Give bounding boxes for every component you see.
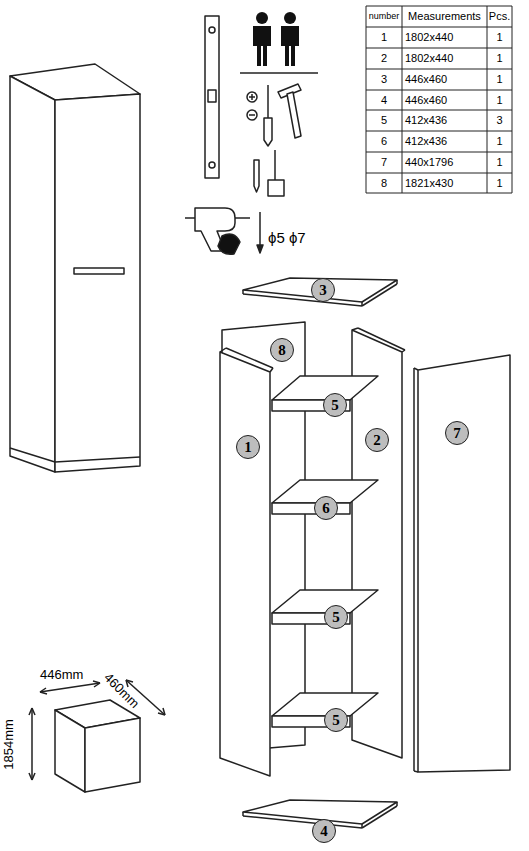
table-cell: 412x436: [405, 115, 447, 126]
callout-number: 6: [322, 501, 330, 516]
table-cell: 440x1796: [405, 157, 453, 168]
callout-circle: 7: [445, 421, 469, 445]
callout-number: 5: [332, 610, 340, 625]
callout-circle: 4: [312, 819, 336, 843]
dimension: 1854mm: [2, 719, 15, 770]
callout-number: 2: [373, 433, 381, 448]
table-cell: 4: [381, 95, 387, 106]
callout-circle: 6: [314, 496, 338, 520]
table-cell: 1: [496, 178, 502, 189]
callout-circle: 3: [311, 278, 335, 302]
table-cell: Pcs.: [489, 11, 510, 22]
table-cell: 1: [496, 32, 502, 43]
table-cell: 3: [496, 115, 502, 126]
dimension: 446mm: [40, 668, 83, 681]
table-cell: 1: [496, 136, 502, 147]
drill-size: ϕ5 ϕ7: [268, 230, 306, 245]
table-cell: 446x460: [405, 74, 447, 85]
table-cell: 1802x440: [405, 32, 453, 43]
callout-circle: 2: [365, 428, 389, 452]
callout-number: 4: [320, 824, 328, 839]
table-cell: 1802x440: [405, 53, 453, 64]
table-cell: Measurements: [408, 11, 481, 22]
callout-number: 3: [319, 283, 327, 298]
table-cell: 1: [496, 157, 502, 168]
callout-circle: 5: [324, 708, 348, 732]
callout-circle: 8: [270, 338, 294, 362]
table-cell: 5: [381, 115, 387, 126]
table-cell: 446x460: [405, 95, 447, 106]
table-cell: 412x436: [405, 136, 447, 147]
callout-number: 8: [278, 343, 286, 358]
table-cell: 7: [381, 157, 387, 168]
table-cell: 8: [381, 178, 387, 189]
callout-number: 7: [453, 426, 461, 441]
callout-circle: 5: [323, 393, 347, 417]
table-cell: 1: [496, 53, 502, 64]
table-cell: 1821x430: [405, 178, 453, 189]
table-cell: 2: [381, 53, 387, 64]
table-cell: 6: [381, 136, 387, 147]
callout-number: 5: [331, 398, 339, 413]
table-cell: 1: [496, 74, 502, 85]
callout-circle: 5: [324, 605, 348, 629]
table-cell: 3: [381, 74, 387, 85]
table-cell: number: [369, 12, 400, 21]
table-cell: 1: [381, 32, 387, 43]
callout-number: 1: [244, 440, 252, 455]
callout-number: 5: [332, 713, 340, 728]
callout-circle: 1: [236, 435, 260, 459]
table-cell: 1: [496, 95, 502, 106]
